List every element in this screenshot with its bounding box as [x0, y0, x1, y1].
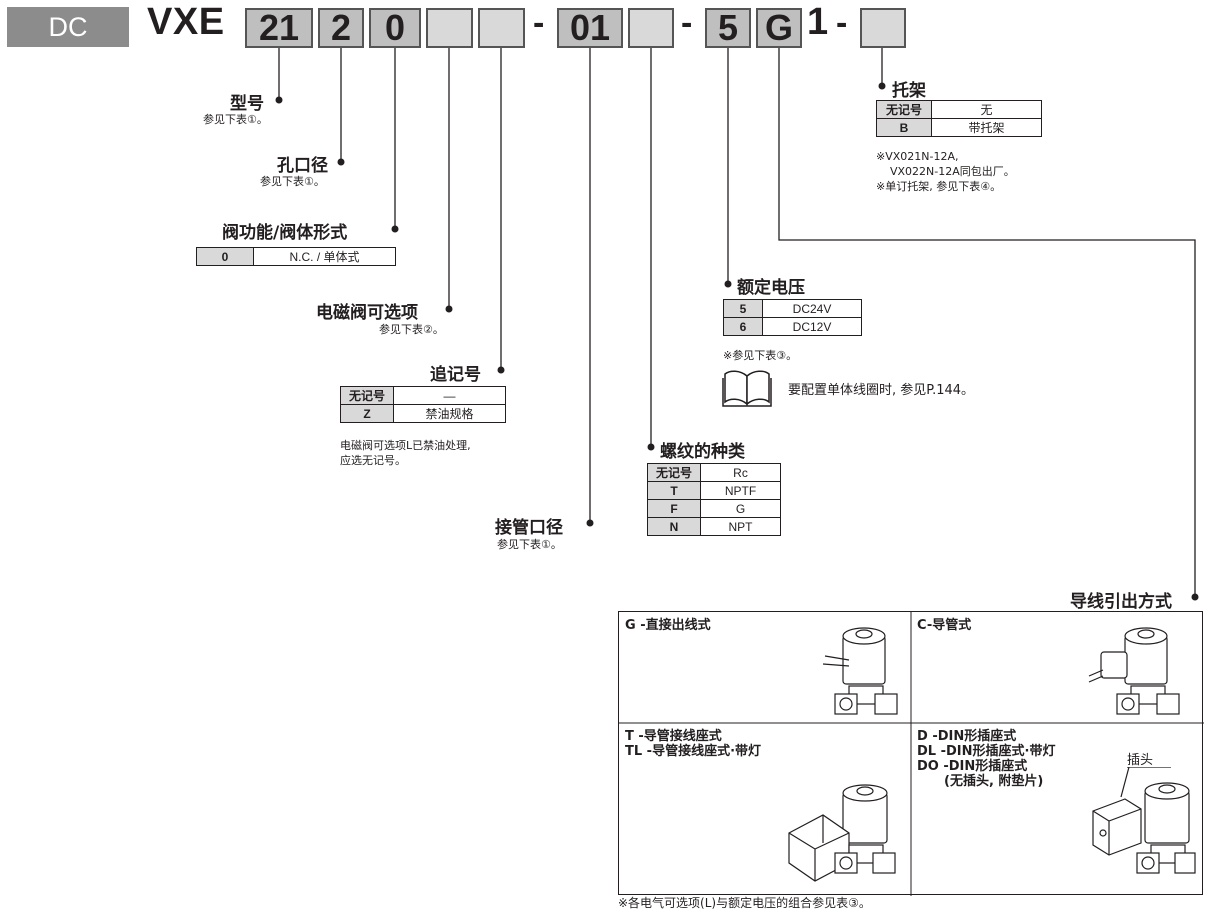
valve-grommet-icon — [822, 627, 898, 715]
lead-wire-label: 导线引出方式 — [1070, 592, 1172, 612]
model-sub: 参见下表①。 — [203, 113, 268, 126]
lead-wire-c-cell: C-导管式 — [911, 612, 1204, 723]
code-bracket — [860, 8, 906, 48]
table-row: 6 DC12V — [723, 317, 862, 336]
bracket-table: 无记号 无 B 带托架 — [876, 100, 1042, 137]
code-solenoid-option — [426, 8, 473, 48]
option-code: 6 — [723, 317, 763, 336]
option-desc: NPTF — [700, 481, 781, 500]
option-code: Z — [340, 404, 394, 423]
option-desc: 禁油规格 — [393, 404, 506, 423]
voltage-book-note: 要配置单体线圈时, 参见P.144。 — [788, 383, 975, 398]
separator-dash: - — [533, 4, 545, 42]
lead-wire-g-title: G -直接出线式 — [625, 618, 711, 633]
lead-wire-dl-title: DL -DIN形插座式·带灯 — [917, 744, 1056, 759]
valve-function-label: 阀功能/阀体形式 — [222, 223, 348, 243]
series-badge: DC — [7, 7, 129, 47]
table-row: N NPT — [647, 517, 781, 536]
model-prefix: VXE — [147, 1, 225, 43]
table-row: 无记号 Rc — [647, 463, 781, 482]
valve-terminal-box-icon — [788, 784, 896, 882]
solenoid-option-sub: 参见下表②。 — [379, 323, 444, 336]
option-desc: Rc — [700, 463, 781, 482]
table-row: 0 N.C. / 单体式 — [196, 247, 396, 266]
code-valve-function: 0 — [369, 8, 421, 48]
valve-conduit-icon — [1088, 627, 1180, 715]
code-lead-wire: G — [756, 8, 802, 48]
lead-wire-do-title: DO -DIN形插座式 — [917, 759, 1028, 774]
option-code: 5 — [723, 299, 763, 318]
lead-wire-c-title: C-导管式 — [917, 618, 972, 633]
option-code: F — [647, 499, 701, 518]
lead-wire-g-cell: G -直接出线式 — [619, 612, 911, 723]
table-row: F G — [647, 499, 781, 518]
solenoid-option-label: 电磁阀可选项 — [316, 303, 418, 323]
valve-din-icon — [1092, 767, 1196, 874]
orifice-label: 孔口径 — [277, 156, 328, 176]
option-desc: — — [393, 386, 506, 405]
lead-wire-footnote: ※各电气可选项(L)与额定电压的组合参见表③。 — [618, 896, 871, 910]
suffix-note-1: 电磁阀可选项L已禁油处理, — [340, 439, 471, 452]
code-fixed: 1 — [807, 1, 829, 43]
port-size-label: 接管口径 — [495, 518, 563, 538]
voltage-note: ※参见下表③。 — [723, 349, 798, 362]
separator-dash: - — [836, 4, 848, 42]
lead-wire-d-title: D -DIN形插座式 — [917, 729, 1017, 744]
option-desc: 无 — [931, 100, 1042, 119]
lead-wire-d-cell: D -DIN形插座式 DL -DIN形插座式·带灯 DO -DIN形插座式 (无… — [911, 723, 1204, 896]
option-code: 无记号 — [876, 100, 932, 119]
panel-grid — [619, 612, 1204, 896]
suffix-label: 追记号 — [430, 365, 481, 385]
lead-wire-t-cell: T -导管接线座式 TL -导管接线座式·带灯 — [619, 723, 911, 896]
valve-function-table: 0 N.C. / 单体式 — [196, 247, 396, 266]
port-size-sub: 参见下表①。 — [497, 538, 562, 551]
voltage-table: 5 DC24V 6 DC12V — [723, 299, 862, 336]
bracket-label: 托架 — [892, 81, 926, 101]
bracket-note-3: ※单订托架, 参见下表④。 — [876, 180, 1002, 193]
option-code: 无记号 — [647, 463, 701, 482]
voltage-label: 额定电压 — [737, 278, 805, 298]
table-row: Z 禁油规格 — [340, 404, 506, 423]
option-code: 无记号 — [340, 386, 394, 405]
table-row: 5 DC24V — [723, 299, 862, 318]
table-row: T NPTF — [647, 481, 781, 500]
option-desc: DC24V — [762, 299, 862, 318]
option-code: 0 — [196, 247, 254, 266]
code-thread — [628, 8, 674, 48]
book-icon — [722, 370, 772, 407]
suffix-table: 无记号 — Z 禁油规格 — [340, 386, 506, 423]
table-row: 无记号 — — [340, 386, 506, 405]
option-desc: DC12V — [762, 317, 862, 336]
thread-label: 螺纹的种类 — [660, 442, 745, 462]
option-desc: G — [700, 499, 781, 518]
lead-wire-do-note: (无插头, 附垫片) — [944, 774, 1044, 789]
code-port: 01 — [557, 8, 623, 48]
suffix-note-2: 应选无记号。 — [340, 454, 406, 467]
separator-dash: - — [681, 4, 693, 42]
option-desc: 带托架 — [931, 118, 1042, 137]
lead-wire-panel: G -直接出线式 C-导管式 — [618, 611, 1204, 896]
thread-table: 无记号 Rc T NPTF F G N NPT — [647, 463, 781, 536]
bracket-note-1: ※VX021N-12A, — [876, 150, 959, 163]
option-desc: N.C. / 单体式 — [253, 247, 396, 266]
plug-label: 插头 — [1127, 753, 1154, 768]
table-row: B 带托架 — [876, 118, 1042, 137]
option-code: T — [647, 481, 701, 500]
bracket-note-2: VX022N-12A同包出厂。 — [890, 165, 1015, 178]
orifice-sub: 参见下表①。 — [260, 175, 325, 188]
code-orifice: 2 — [318, 8, 364, 48]
code-body-size: 21 — [245, 8, 313, 48]
lead-wire-t-title: T -导管接线座式 — [625, 729, 722, 744]
model-label: 型号 — [230, 94, 264, 114]
code-voltage: 5 — [705, 8, 751, 48]
option-desc: NPT — [700, 517, 781, 536]
option-code: N — [647, 517, 701, 536]
option-code: B — [876, 118, 932, 137]
lead-wire-tl-title: TL -导管接线座式·带灯 — [625, 744, 762, 759]
code-suffix — [478, 8, 525, 48]
table-row: 无记号 无 — [876, 100, 1042, 119]
